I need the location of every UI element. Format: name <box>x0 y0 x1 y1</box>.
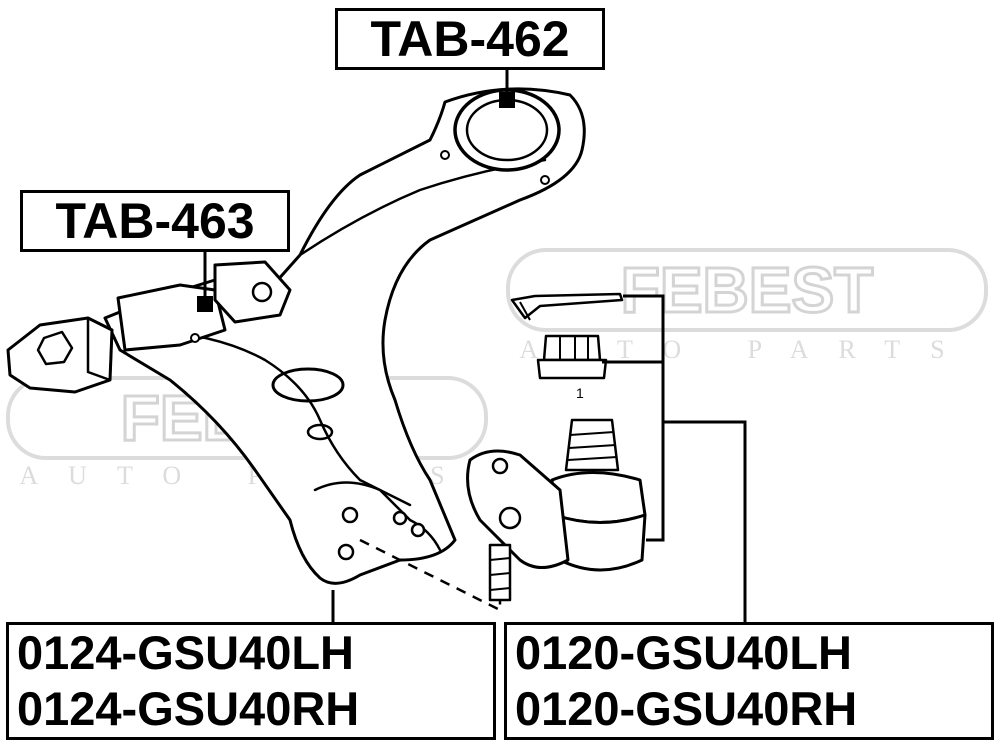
assembly-dashed-line <box>359 538 502 613</box>
leader-ball-joint-bracket <box>602 294 665 364</box>
callout-ball-joint-rh: 0120-GSU40RH <box>515 682 858 735</box>
watermark-right <box>506 248 988 332</box>
callout-tab-463-text: TAB-463 <box>55 193 255 249</box>
callout-ball-joint: 0120-GSU40LH 0120-GSU40RH <box>504 622 994 740</box>
leader-ball-joint-main <box>663 420 747 622</box>
callout-control-arm-lh: 0124-GSU40LH <box>17 626 354 679</box>
callout-control-arm-rh: 0124-GSU40RH <box>17 682 360 735</box>
callout-tab-462-text: TAB-462 <box>370 11 570 67</box>
leader-tab463-marker <box>197 296 213 312</box>
callout-control-arm: 0124-GSU40LH 0124-GSU40RH <box>6 622 496 740</box>
watermark-right-brand: FEBEST <box>621 254 873 326</box>
callout-ball-joint-lh: 0120-GSU40LH <box>515 626 852 679</box>
callout-tab-462: TAB-462 <box>335 8 605 70</box>
leader-tab462-marker <box>499 92 515 108</box>
control-arm <box>6 87 586 585</box>
ball-joint-index-label: 1 <box>576 385 584 401</box>
callout-tab-463: TAB-463 <box>20 190 290 252</box>
ball-joint <box>466 292 647 602</box>
leader-ball-joint-bracket-lower <box>646 362 665 542</box>
